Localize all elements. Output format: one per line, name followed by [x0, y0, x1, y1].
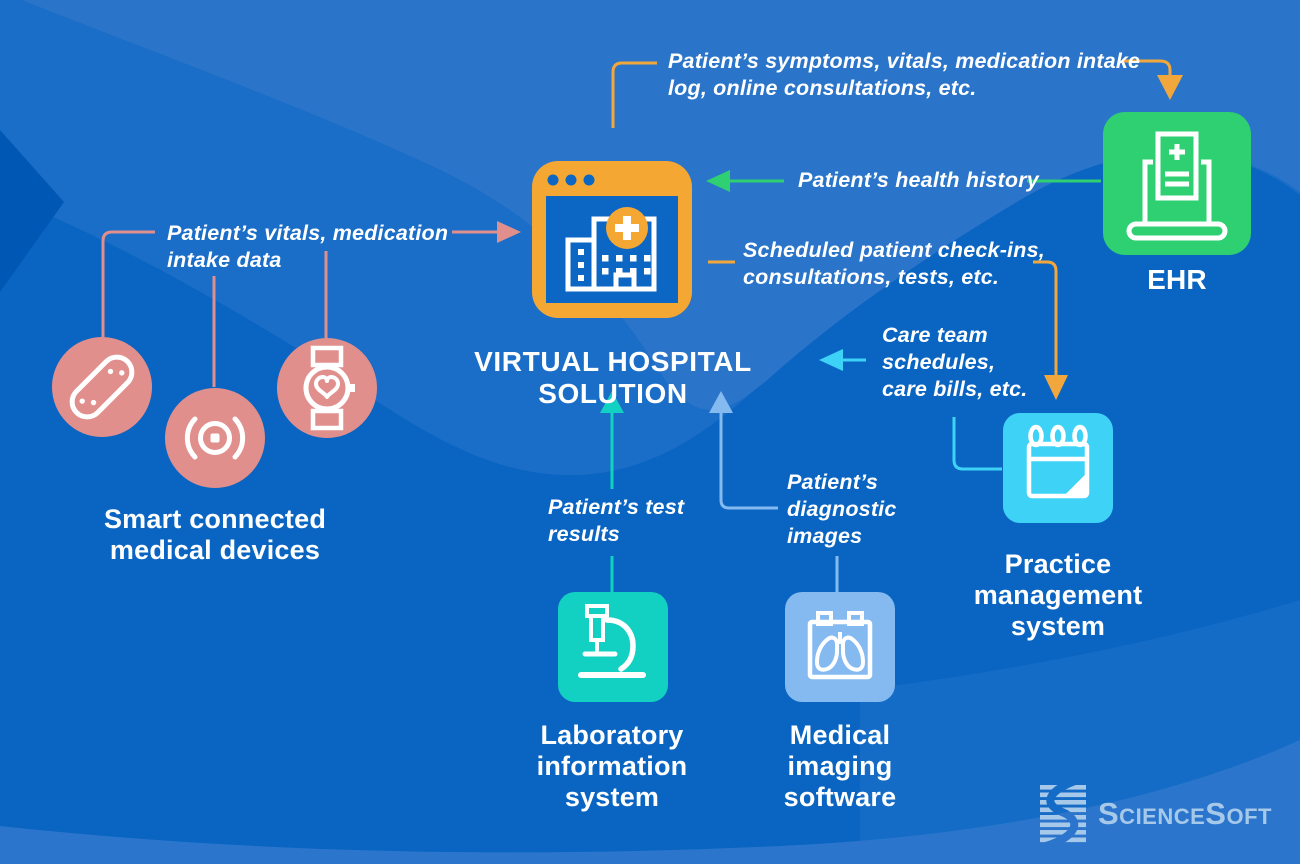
- flow-checkins-connector: [708, 260, 1068, 400]
- practice-management-node: [1003, 413, 1113, 523]
- flow-care-team-label: Care team schedules, care bills, etc.: [882, 323, 1028, 401]
- flow-checkins-label: Scheduled patient check-ins, consultatio…: [743, 238, 1045, 289]
- ehr-label: EHR: [1147, 264, 1207, 295]
- arrowhead-up-imaging: [709, 391, 733, 413]
- virtual-hospital-node: [532, 161, 692, 318]
- flow-diagnostic-label: Patient’s diagnostic images: [787, 470, 897, 548]
- practice-management-label: Practice management system: [973, 549, 1143, 641]
- arrowhead-left-center: [706, 170, 730, 192]
- lungs-xray-icon: [785, 592, 895, 702]
- flow-test-results-connector: [600, 391, 624, 592]
- sciencesoft-logo-mark: [1040, 785, 1086, 843]
- microscope-icon: [558, 592, 668, 702]
- smartwatch-icon: [277, 338, 377, 438]
- device-smartwatch: [277, 338, 377, 438]
- arrowhead-down-pms: [1044, 375, 1068, 400]
- medical-imaging-label: Medical imaging software: [783, 720, 897, 812]
- hospital-browser-icon: [532, 161, 692, 318]
- flow-vitals-connector: [101, 221, 521, 387]
- device-bandaid: [52, 337, 152, 437]
- center-title: VIRTUAL HOSPITAL SOLUTION: [474, 346, 752, 409]
- device-sensor: [165, 388, 265, 488]
- ehr-laptop-icon: [1103, 112, 1251, 255]
- sciencesoft-logo-text: ScienceSoft: [1098, 796, 1272, 831]
- arrowhead-down-ehr: [1157, 75, 1183, 100]
- arrowhead-right-center: [497, 221, 521, 243]
- calendar-icon: [1003, 413, 1113, 523]
- flow-care-team-connector: [819, 349, 1002, 471]
- ehr-node: [1103, 112, 1251, 255]
- sensor-icon: [165, 388, 265, 488]
- bandaid-icon: [52, 337, 152, 437]
- sciencesoft-logo: ScienceSoft: [1040, 784, 1272, 844]
- arrowhead-left-title: [819, 349, 843, 371]
- arrowhead-up-lab: [600, 391, 624, 413]
- flow-symptoms-label: Patient’s symptoms, vitals, medication i…: [668, 49, 1141, 100]
- flow-test-results-label: Patient’s test results: [548, 495, 685, 546]
- medical-imaging-node: [785, 592, 895, 702]
- flow-health-history-label: Patient’s health history: [798, 168, 1039, 192]
- smart-devices-label: Smart connected medical devices: [103, 504, 327, 565]
- flow-diagnostic-connector: [709, 391, 839, 592]
- laboratory-label: Laboratory information system: [536, 720, 688, 812]
- flow-symptoms-connector: [611, 59, 1183, 128]
- flow-health-history-connector: [706, 170, 1101, 192]
- flow-vitals-label: Patient’s vitals, medication intake data: [167, 221, 449, 272]
- laboratory-node: [558, 592, 668, 702]
